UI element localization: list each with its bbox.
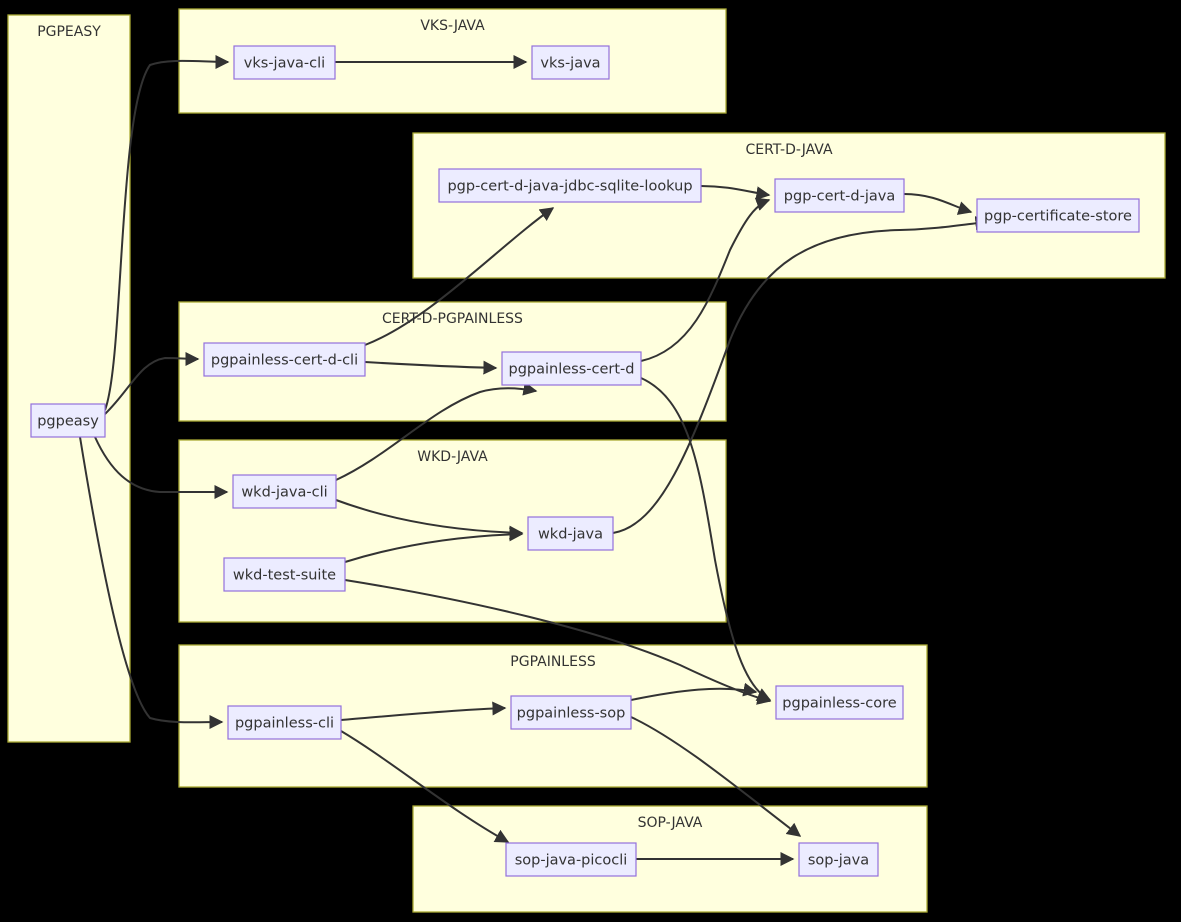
edges-layer — [79, 54, 990, 866]
node-pgpainless_core[interactable]: pgpainless-core — [775, 685, 904, 720]
node-box[interactable] — [774, 178, 905, 213]
edge-pgpeasy-to-pgp_cert_d_cli — [104, 351, 200, 415]
cluster-title: PGPAINLESS — [510, 654, 596, 670]
edge-pgpainless_sop-to-sop_java_n — [630, 716, 802, 837]
edge-jdbc_lookup-to-pgp_cert_d_java — [700, 185, 771, 201]
node-box[interactable] — [505, 842, 637, 877]
node-label: sop-java — [808, 853, 869, 869]
node-box[interactable] — [798, 842, 879, 877]
clusters-layer: PGPEASY VKS-JAVA CERT-D-JAVA CERT-D-PGPAINL… — [7, 8, 1166, 913]
node-sop_java_picocli[interactable]: sop-java-picocli — [505, 842, 637, 877]
edge-pgp_cert_d-to-pgp_cert_d_java — [640, 197, 771, 362]
node-pgp_cert_d_java[interactable]: pgp-cert-d-java — [774, 178, 905, 213]
cluster-title: SOP-JAVA — [638, 815, 703, 831]
node-box[interactable] — [30, 403, 106, 438]
node-box[interactable] — [531, 45, 610, 80]
node-sop_java_n[interactable]: sop-java — [798, 842, 879, 877]
node-box[interactable] — [233, 45, 336, 80]
node-box[interactable] — [203, 342, 366, 377]
edge-pgpeasy-to-wkd_java_cli — [94, 436, 229, 499]
node-box[interactable] — [223, 557, 346, 592]
node-wkd_java_n[interactable]: wkd-java — [527, 516, 614, 551]
node-box[interactable] — [438, 168, 702, 203]
node-label: wkd-java-cli — [241, 485, 327, 501]
node-box[interactable] — [510, 695, 632, 730]
node-wkd_test_suite[interactable]: wkd-test-suite — [223, 557, 346, 592]
cluster-title: CERT-D-JAVA — [745, 142, 833, 158]
node-label: sop-java-picocli — [515, 853, 628, 869]
cluster-title: VKS-JAVA — [420, 18, 485, 34]
node-jdbc_lookup[interactable]: pgp-cert-d-java-jdbc-sqlite-lookup — [438, 168, 702, 203]
cluster-title: CERT-D-PGPAINLESS — [382, 311, 523, 327]
cluster-wkd_java: WKD-JAVA — [178, 439, 727, 623]
node-vks_java_cli[interactable]: vks-java-cli — [233, 45, 336, 80]
edge-pgpeasy-to-vks_java_cli — [104, 54, 230, 411]
edge-pgpainless_cli-to-pgpainless_sop — [340, 701, 507, 721]
node-pgpainless_sop[interactable]: pgpainless-sop — [510, 695, 632, 730]
node-box[interactable] — [232, 474, 337, 509]
cluster-title: WKD-JAVA — [417, 449, 488, 465]
node-pgp_cert_d_cli[interactable]: pgpainless-cert-d-cli — [203, 342, 366, 377]
edge-pgp_cert_d_cli-to-pgp_cert_d — [364, 360, 498, 375]
edge-pgpeasy-to-pgpainless_cli — [79, 436, 224, 730]
node-label: pgpainless-cert-d — [509, 362, 635, 378]
edge-wkd_java_n-to-pgp_cert_store — [612, 216, 990, 534]
node-label: pgpainless-cli — [235, 716, 334, 732]
node-pgp_cert_store[interactable]: pgp-certificate-store — [976, 198, 1140, 233]
cluster-pgpeasy_group: PGPEASY — [7, 14, 131, 743]
node-box[interactable] — [527, 516, 614, 551]
node-label: pgpeasy — [37, 414, 99, 430]
node-label: pgpainless-sop — [517, 706, 626, 722]
edge-pgp_cert_d_cli-to-jdbc_lookup — [364, 207, 555, 346]
node-box[interactable] — [501, 351, 642, 386]
node-label: vks-java — [540, 56, 600, 72]
node-pgp_cert_d[interactable]: pgpainless-cert-d — [501, 351, 642, 386]
edge-wkd_java_cli-to-pgp_cert_d — [335, 381, 538, 481]
edge-pgpainless_cli-to-sop_java_picocli — [340, 730, 510, 843]
nodes-layer: pgpeasy vks-java-cli vks-java pgp-cert-d-ja… — [30, 45, 1140, 877]
node-label: pgp-certificate-store — [984, 209, 1132, 225]
edge-wkd_test_suite-to-wkd_java_n — [344, 527, 524, 563]
node-box[interactable] — [775, 685, 904, 720]
node-label: wkd-test-suite — [233, 568, 336, 584]
edge-pgp_cert_d-to-pgpainless_core — [640, 377, 772, 701]
node-pgpainless_cli[interactable]: pgpainless-cli — [227, 705, 342, 740]
edge-pgpainless_sop-to-pgpainless_core — [630, 682, 758, 701]
node-label: pgpainless-core — [782, 696, 896, 712]
node-label: wkd-java — [538, 527, 603, 543]
node-label: vks-java-cli — [244, 56, 325, 72]
cluster-box — [178, 439, 727, 623]
node-pgpeasy[interactable]: pgpeasy — [30, 403, 106, 438]
node-box[interactable] — [976, 198, 1140, 233]
node-vks_java_n[interactable]: vks-java — [531, 45, 610, 80]
cluster-title: PGPEASY — [37, 24, 101, 40]
node-wkd_java_cli[interactable]: wkd-java-cli — [232, 474, 337, 509]
edge-pgp_cert_d_java-to-pgp_cert_store — [903, 193, 973, 215]
node-label: pgpainless-cert-d-cli — [211, 353, 358, 369]
edge-wkd_java_cli-to-wkd_java_n — [335, 499, 524, 540]
node-label: pgp-cert-d-java — [784, 189, 895, 205]
node-box[interactable] — [227, 705, 342, 740]
cluster-box — [7, 14, 131, 743]
node-label: pgp-cert-d-java-jdbc-sqlite-lookup — [447, 179, 692, 195]
